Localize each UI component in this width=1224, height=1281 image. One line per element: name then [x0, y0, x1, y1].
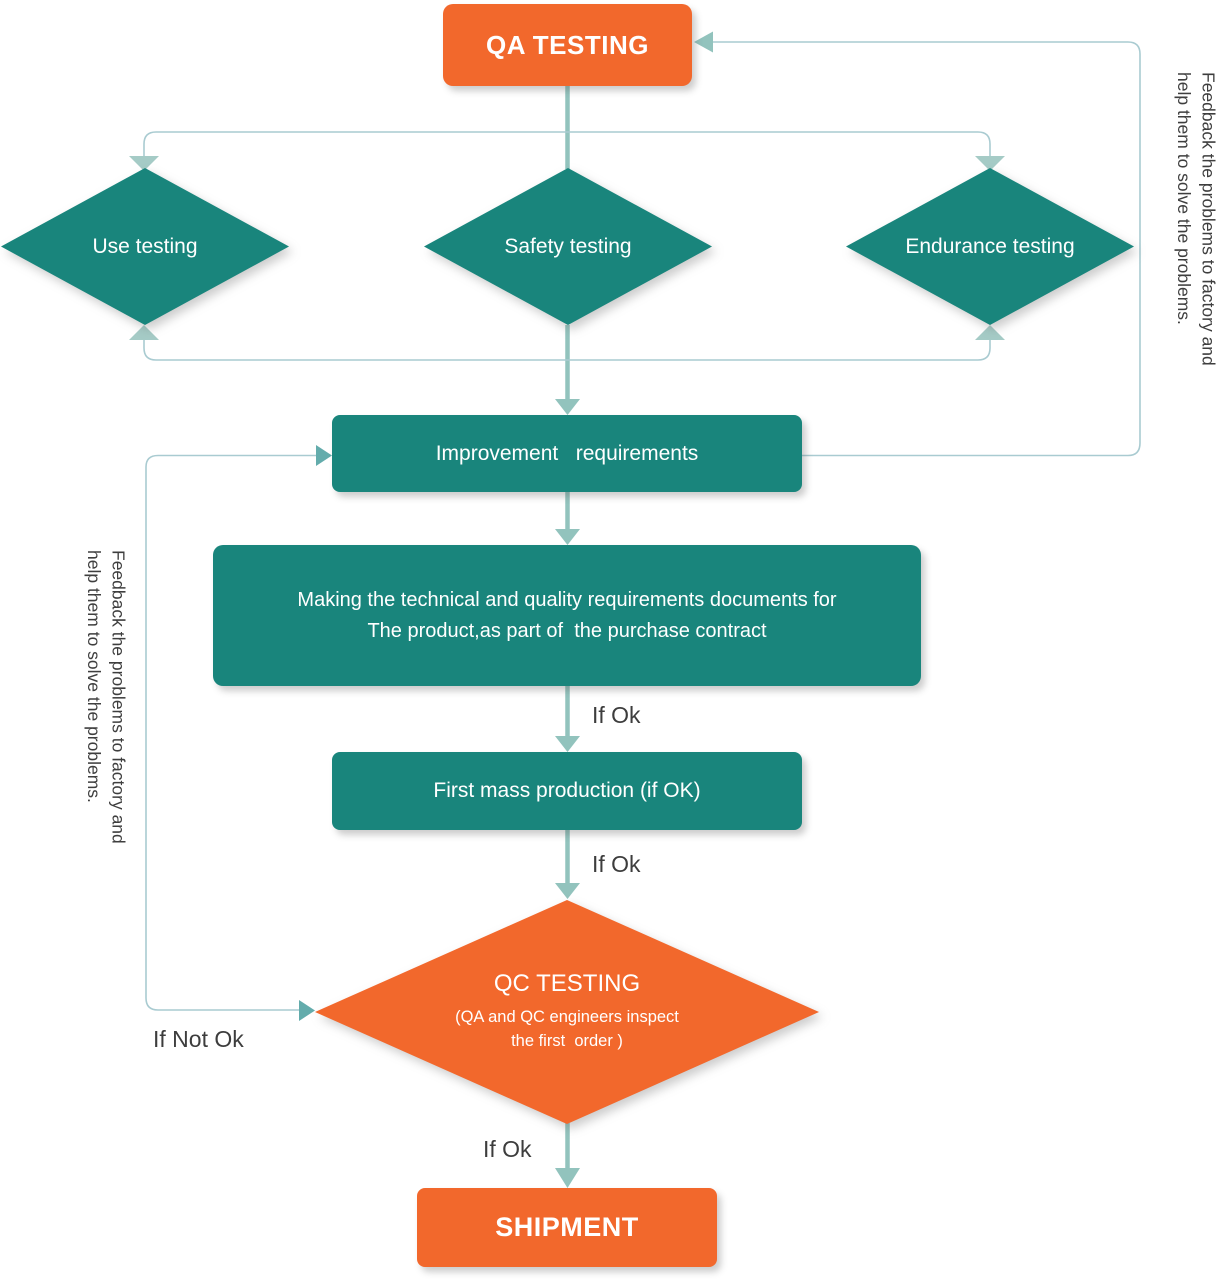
arrowhead-into-firstmass	[555, 736, 580, 752]
node-use-testing: Use testing	[1, 168, 289, 325]
arrowhead-into-qc	[555, 883, 580, 899]
edge-bottom-join	[143, 338, 991, 361]
node-qc-testing-title: QC TESTING	[493, 970, 641, 998]
note-feedback-left-line2: help them to solve the problems.	[84, 550, 105, 803]
node-improvement-label: Improvement requirements	[435, 441, 699, 465]
arrowhead-into-endurance-bottom	[975, 325, 1005, 340]
label-if-not-ok: If Not Ok	[153, 1026, 244, 1052]
note-feedback-left-line1: Feedback the problems to factory and	[108, 550, 129, 844]
arrowhead-into-endurance-top	[975, 156, 1005, 171]
arrowhead-into-use-bottom	[129, 325, 159, 340]
note-feedback-right-line1: Feedback the problems to factory and	[1198, 72, 1219, 366]
node-shipment-label: SHIPMENT	[495, 1212, 639, 1242]
node-first-mass-label: First mass production (if OK)	[433, 779, 701, 802]
node-qa-testing-label: QA TESTING	[486, 29, 649, 60]
node-safety-testing: Safety testing	[424, 168, 712, 325]
edge-feedback-left	[145, 454, 316, 1011]
node-endurance-testing-label: Endurance testing	[905, 234, 1075, 258]
note-feedback-right: Feedback the problems to factory and hel…	[1172, 72, 1220, 442]
arrowhead-into-shipment	[555, 1168, 580, 1188]
node-qc-testing: QC TESTING (QA and QC engineers inspect …	[315, 900, 819, 1124]
note-feedback-right-line2: help them to solve the problems.	[1174, 72, 1195, 325]
node-first-mass-production: First mass production (if OK)	[332, 752, 802, 830]
arrowhead-into-improvement	[555, 399, 580, 415]
node-qc-testing-sub2: the first order )	[511, 1032, 623, 1050]
node-endurance-testing: Endurance testing	[846, 168, 1134, 325]
arrowhead-feedback-into-qc	[299, 1000, 315, 1021]
label-if-ok-firstmass: If Ok	[592, 851, 641, 877]
node-qc-testing-sub1: (QA and QC engineers inspect	[455, 1008, 679, 1027]
node-safety-testing-label: Safety testing	[504, 234, 632, 258]
node-use-testing-label: Use testing	[92, 234, 198, 258]
arrowhead-feedback-into-improvement	[316, 445, 332, 466]
label-if-ok-shipment: If Ok	[483, 1136, 532, 1162]
arrowhead-into-documents	[555, 529, 580, 545]
node-improvement-requirements: Improvement requirements	[332, 415, 802, 492]
node-qa-testing: QA TESTING	[443, 4, 692, 86]
node-documents-line2: The product,as part of the purchase cont…	[367, 619, 767, 642]
note-feedback-left: Feedback the problems to factory and hel…	[82, 550, 130, 935]
node-documents-line1: Making the technical and quality require…	[297, 588, 837, 611]
edge-feedback-right	[713, 41, 1141, 457]
label-if-ok-documents: If Ok	[592, 702, 641, 728]
node-shipment: SHIPMENT	[417, 1188, 717, 1267]
edge-top-split	[143, 131, 991, 158]
node-documents: Making the technical and quality require…	[213, 545, 921, 686]
arrowhead-feedback-into-qa	[694, 31, 713, 53]
arrowhead-into-use-top	[129, 156, 159, 171]
